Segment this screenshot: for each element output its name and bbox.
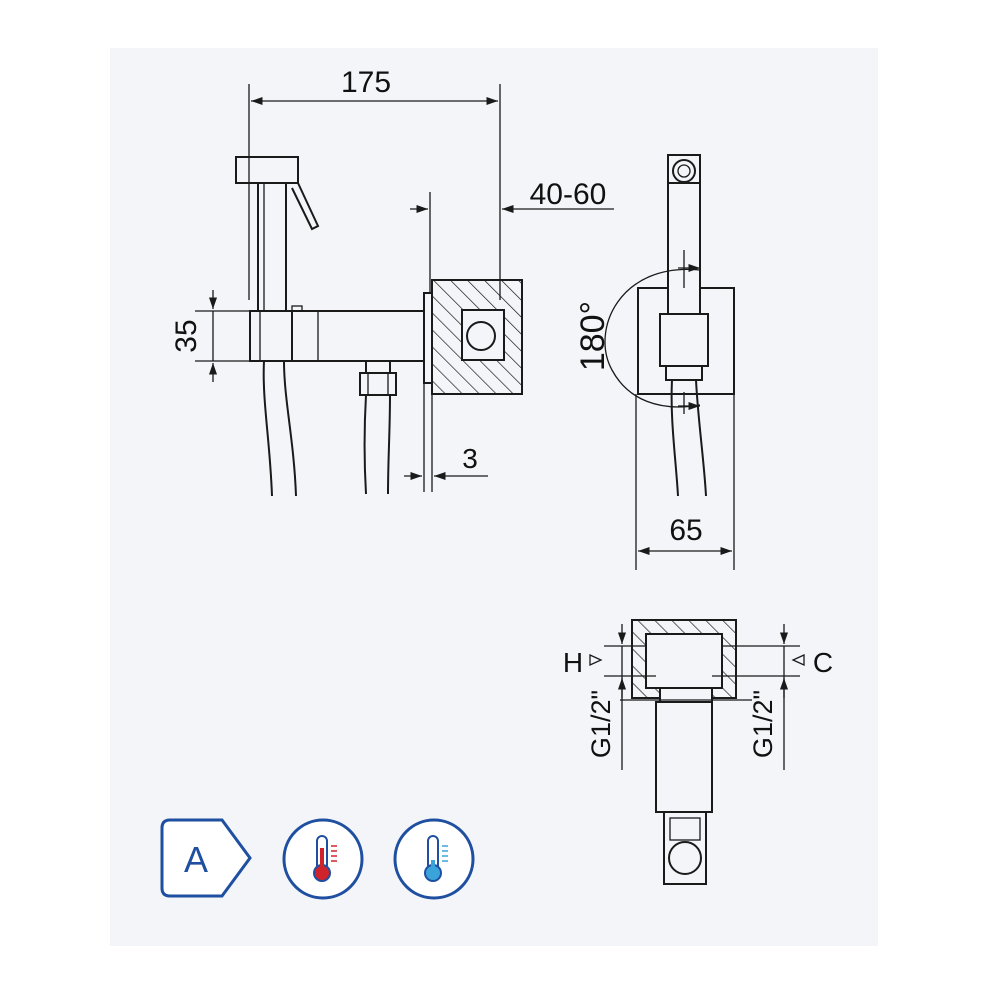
hot-water-badge	[282, 818, 364, 900]
triangle-marker-icon	[791, 653, 805, 667]
energy-class-arrow-icon	[160, 818, 252, 898]
front-view	[604, 154, 735, 570]
thermometer-hot-icon	[313, 835, 337, 882]
wall-plate	[423, 292, 433, 384]
shower-hose	[262, 360, 273, 497]
hand-shower-head	[235, 156, 299, 184]
drawing-panel	[110, 48, 878, 946]
dim-175: 175	[341, 66, 391, 99]
dim-40-60: 40-60	[530, 178, 607, 211]
spray-nozzle-icon	[672, 159, 696, 183]
class-a-text: A	[184, 839, 208, 880]
dim-180-degrees: 180°	[574, 301, 612, 371]
side-view	[195, 84, 614, 497]
trigger-lever	[291, 182, 320, 231]
dim-65: 65	[669, 514, 702, 547]
hand-shower-front	[667, 182, 701, 315]
hose-front	[670, 379, 679, 497]
thermometer-cold-icon	[424, 835, 448, 882]
supply-hose	[363, 394, 367, 495]
valve-knob	[668, 841, 702, 875]
dim-3: 3	[462, 443, 478, 474]
rotation-arc	[604, 268, 701, 408]
holder-block	[249, 310, 293, 362]
dim-35: 35	[170, 319, 203, 352]
cold-water-badge	[393, 818, 475, 900]
valve-body-section	[655, 701, 713, 813]
thread-label-right: G1/2"	[748, 690, 778, 758]
supply-nut	[359, 372, 397, 396]
class-a-badge: A	[160, 818, 252, 898]
section-view	[589, 619, 805, 885]
thread-label-left: G1/2"	[586, 690, 616, 758]
triangle-marker-icon	[589, 653, 603, 667]
label-c: C	[813, 647, 833, 678]
hand-shower-handle	[257, 182, 287, 312]
label-h: H	[563, 647, 583, 678]
valve-body	[291, 310, 425, 362]
